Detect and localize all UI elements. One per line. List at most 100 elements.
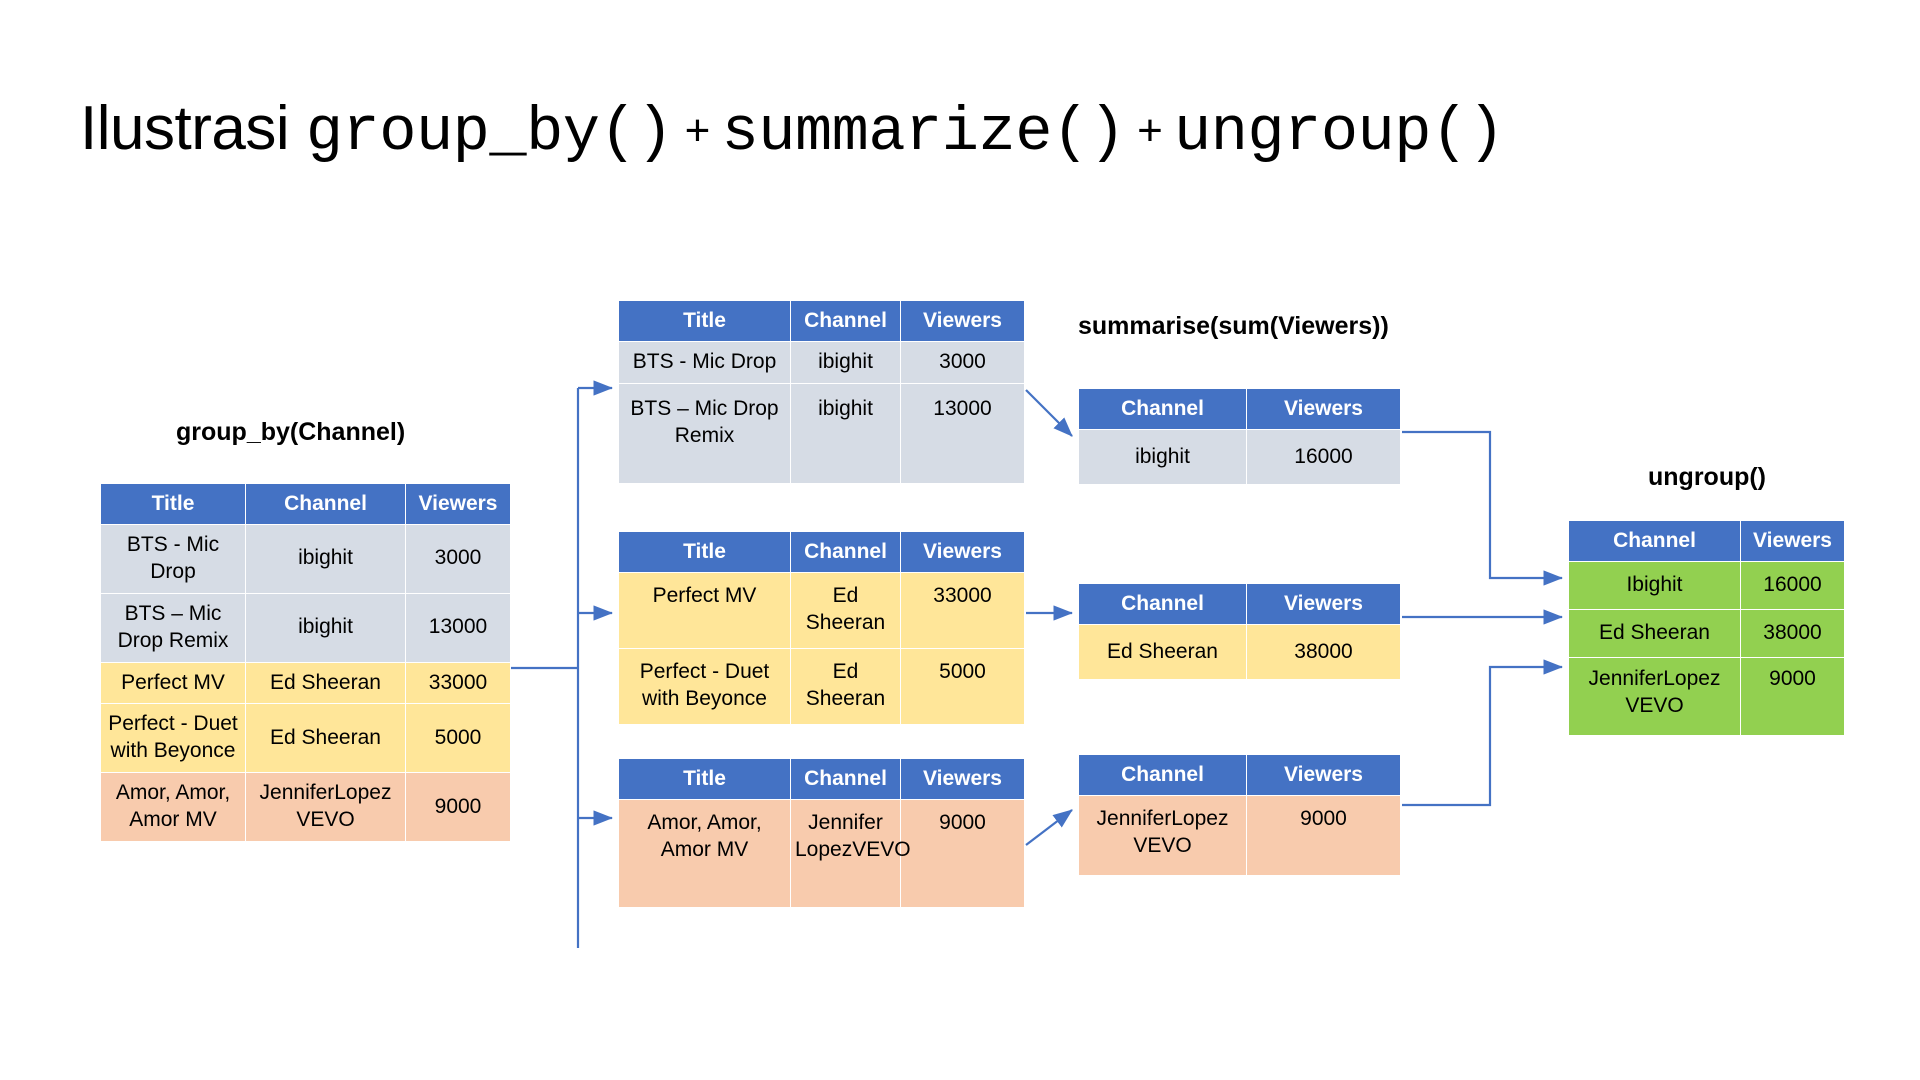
title-fn-group-by: group_by() [305, 97, 674, 168]
column-header-channel: Channel [1078, 583, 1247, 625]
cell-viewers: 3000 [405, 524, 511, 594]
caption-ungroup: ungroup() [1648, 463, 1767, 491]
column-header-channel: Channel [1078, 388, 1247, 430]
column-header-channel: Channel [790, 531, 901, 573]
column-header-channel: Channel [1078, 754, 1247, 796]
cell-title: BTS – Mic Drop Remix [618, 382, 791, 484]
page-title: Ilustrasi group_by() + summarize() + ung… [80, 94, 1505, 168]
cell-viewers: 9000 [405, 772, 511, 842]
cell-viewers: 33000 [405, 661, 511, 705]
title-plus-2: + [1125, 106, 1174, 155]
table-ungroup-result: Channel Viewers Ibighit 16000 Ed Sheeran… [1568, 520, 1845, 736]
column-header-title: Title [100, 483, 246, 525]
connector-group-ibighit-to-summary [1025, 389, 1073, 437]
cell-viewers: 38000 [1740, 609, 1845, 658]
cell-viewers: 13000 [900, 382, 1025, 484]
column-header-viewers: Viewers [1246, 388, 1401, 430]
column-header-viewers: Viewers [405, 483, 511, 525]
column-header-viewers: Viewers [900, 300, 1025, 342]
cell-channel: JenniferLopez VEVO [245, 772, 406, 842]
table-header-row: Title Channel Viewers [618, 300, 1025, 342]
table-header-row: Channel Viewers [1568, 520, 1845, 562]
cell-channel: ibighit [245, 524, 406, 594]
table-row: Perfect MV Ed Sheeran 33000 [100, 661, 511, 705]
cell-channel: Ed Sheeran [790, 572, 901, 649]
table-row: Perfect - Duet with Beyonce Ed Sheeran 5… [618, 648, 1025, 725]
column-header-title: Title [618, 758, 791, 800]
connector-summary-ibighit-to-ungroup [1402, 430, 1564, 586]
cell-title: BTS - Mic Drop [100, 524, 246, 594]
cell-viewers: 16000 [1246, 429, 1401, 485]
table-row: ibighit 16000 [1078, 429, 1401, 485]
table-group-ed-sheeran: Title Channel Viewers Perfect MV Ed Shee… [618, 531, 1025, 725]
cell-title: Perfect - Duet with Beyonce [100, 703, 246, 774]
cell-channel: ibighit [790, 341, 901, 384]
table-header-row: Title Channel Viewers [618, 758, 1025, 800]
column-header-viewers: Viewers [1246, 583, 1401, 625]
title-fn-summarize: summarize() [721, 97, 1126, 168]
cell-viewers: 13000 [405, 592, 511, 663]
column-header-viewers: Viewers [1246, 754, 1401, 796]
column-header-title: Title [618, 531, 791, 573]
table-header-row: Channel Viewers [1078, 583, 1401, 625]
table-header-row: Channel Viewers [1078, 388, 1401, 430]
table-header-row: Title Channel Viewers [618, 531, 1025, 573]
table-row: Perfect - Duet with Beyonce Ed Sheeran 5… [100, 703, 511, 774]
column-header-channel: Channel [790, 758, 901, 800]
title-fn-ungroup: ungroup() [1174, 97, 1505, 168]
table-row: BTS - Mic Drop ibighit 3000 [618, 341, 1025, 384]
cell-channel: Jennifer LopezVEVO [790, 799, 911, 908]
table-row: Amor, Amor, Amor MV Jennifer LopezVEVO 9… [618, 799, 1025, 908]
cell-title: BTS - Mic Drop [618, 341, 791, 384]
cell-channel: Ibighit [1568, 561, 1741, 610]
column-header-viewers: Viewers [1740, 520, 1845, 562]
cell-title: Amor, Amor, Amor MV [618, 799, 791, 908]
cell-viewers: 3000 [900, 341, 1025, 384]
table-header-row: Channel Viewers [1078, 754, 1401, 796]
cell-title: Perfect MV [618, 572, 791, 649]
cell-viewers: 9000 [900, 799, 1025, 908]
column-header-channel: Channel [790, 300, 901, 342]
table-summary-ibighit: Channel Viewers ibighit 16000 [1078, 388, 1401, 485]
cell-viewers: 5000 [900, 648, 1025, 725]
table-row: BTS – Mic Drop Remix ibighit 13000 [618, 382, 1025, 484]
cell-channel: Ed Sheeran [790, 648, 901, 725]
cell-channel: Ed Sheeran [245, 661, 406, 705]
table-row: Ed Sheeran 38000 [1568, 609, 1845, 658]
cell-viewers: 33000 [900, 572, 1025, 649]
cell-viewers: 38000 [1246, 624, 1401, 680]
table-row: JenniferLopez VEVO 9000 [1078, 795, 1401, 876]
cell-channel: Ed Sheeran [1568, 609, 1741, 658]
title-plus-1: + [672, 106, 722, 155]
table-row: Ed Sheeran 38000 [1078, 624, 1401, 680]
cell-channel: Ed Sheeran [245, 703, 406, 774]
table-row: Ibighit 16000 [1568, 561, 1845, 610]
cell-channel: ibighit [790, 382, 901, 484]
table-header-row: Title Channel Viewers [100, 483, 511, 525]
cell-title: Perfect - Duet with Beyonce [618, 648, 791, 725]
cell-channel: ibighit [245, 592, 406, 663]
cell-viewers: 9000 [1246, 795, 1401, 876]
cell-title: BTS – Mic Drop Remix [100, 592, 246, 663]
cell-viewers: 16000 [1740, 561, 1845, 610]
cell-viewers: 5000 [405, 703, 511, 774]
cell-title: Perfect MV [100, 661, 246, 705]
cell-title: Amor, Amor, Amor MV [100, 772, 246, 842]
table-row: BTS – Mic Drop Remix ibighit 13000 [100, 592, 511, 663]
connector-summary-jlo-to-ungroup [1402, 659, 1564, 807]
cell-channel: ibighit [1078, 429, 1247, 485]
column-header-viewers: Viewers [900, 531, 1025, 573]
table-group-jennifer-lopez: Title Channel Viewers Amor, Amor, Amor M… [618, 758, 1025, 908]
column-header-channel: Channel [245, 483, 406, 525]
table-row: BTS - Mic Drop ibighit 3000 [100, 524, 511, 594]
column-header-channel: Channel [1568, 520, 1741, 562]
table-row: JenniferLopez VEVO 9000 [1568, 657, 1845, 736]
table-group-by-source: Title Channel Viewers BTS - Mic Drop ibi… [100, 483, 511, 842]
table-row: Amor, Amor, Amor MV JenniferLopez VEVO 9… [100, 772, 511, 842]
cell-channel: JenniferLopez VEVO [1078, 795, 1247, 876]
column-header-title: Title [618, 300, 791, 342]
connector-group-jlo-to-summary [1025, 809, 1073, 846]
table-row: Perfect MV Ed Sheeran 33000 [618, 572, 1025, 649]
cell-channel: JenniferLopez VEVO [1568, 657, 1741, 736]
cell-viewers: 9000 [1740, 657, 1845, 736]
